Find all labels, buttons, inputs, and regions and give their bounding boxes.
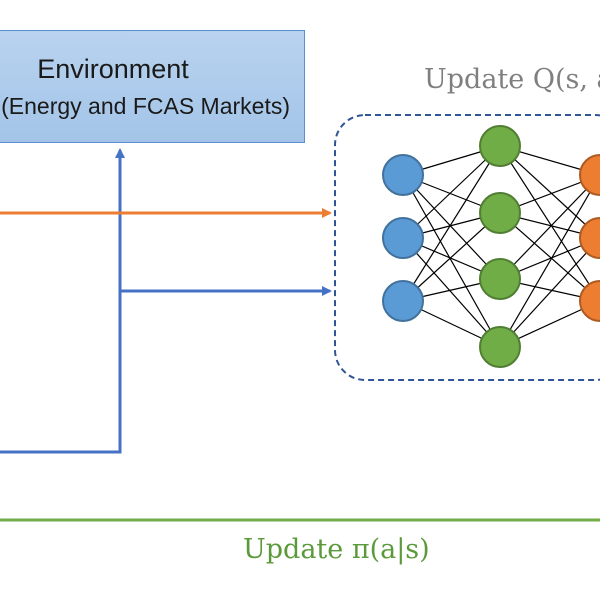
environment-box: [0, 30, 305, 143]
hidden-node: [479, 125, 521, 167]
output-node: [579, 154, 600, 196]
environment-subtitle: (Energy and FCAS Markets): [1, 93, 290, 119]
input-node: [382, 154, 424, 196]
input-node: [382, 280, 424, 322]
network-edges: [402, 145, 600, 348]
network-edge: [402, 145, 501, 302]
critic-network-box: [334, 114, 600, 381]
actor-update-label: Update π(a|s): [243, 534, 430, 565]
network-edge: [499, 174, 600, 348]
hidden-node: [479, 192, 521, 234]
network-nodes: [382, 125, 600, 368]
hidden-node: [479, 326, 521, 368]
network-edge: [402, 237, 501, 348]
critic-update-label: Update Q(s, a): [424, 64, 600, 95]
environment-title: Environment: [37, 54, 189, 84]
network-edge: [402, 174, 501, 348]
network-edge: [402, 145, 501, 239]
hidden-node: [479, 258, 521, 300]
network-edge: [402, 174, 501, 280]
network-edge: [499, 145, 600, 302]
output-node: [579, 280, 600, 322]
blue-feedback-line: [0, 148, 125, 454]
network-edge: [499, 174, 600, 280]
network-edge: [499, 212, 600, 302]
network-edge: [499, 237, 600, 348]
network-edge: [402, 212, 501, 302]
network-edge: [499, 145, 600, 239]
input-node: [382, 217, 424, 259]
output-node: [579, 217, 600, 259]
